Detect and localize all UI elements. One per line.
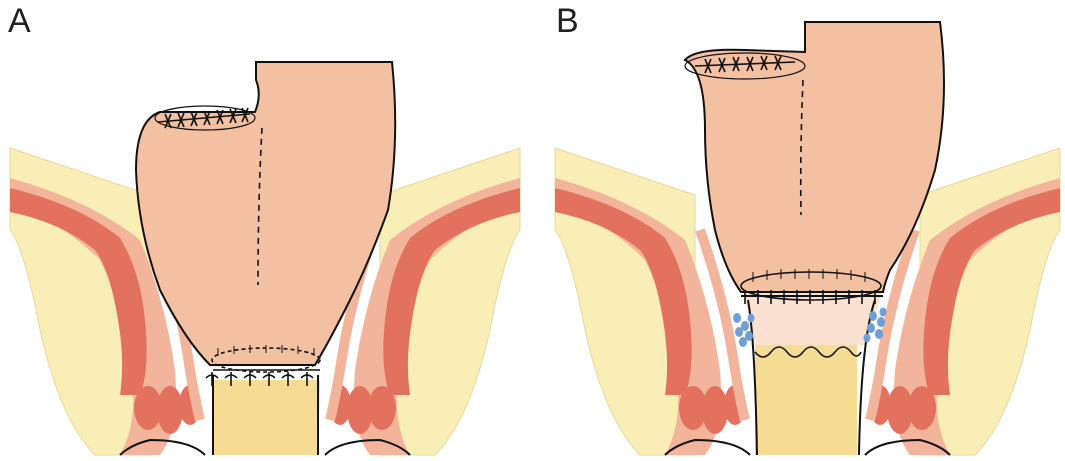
anal-canal-b	[755, 345, 857, 455]
anal-canal-a	[213, 380, 320, 455]
panel-b	[555, 22, 1060, 455]
colonic-j-pouch-a	[136, 62, 395, 365]
panel-a	[10, 62, 520, 455]
